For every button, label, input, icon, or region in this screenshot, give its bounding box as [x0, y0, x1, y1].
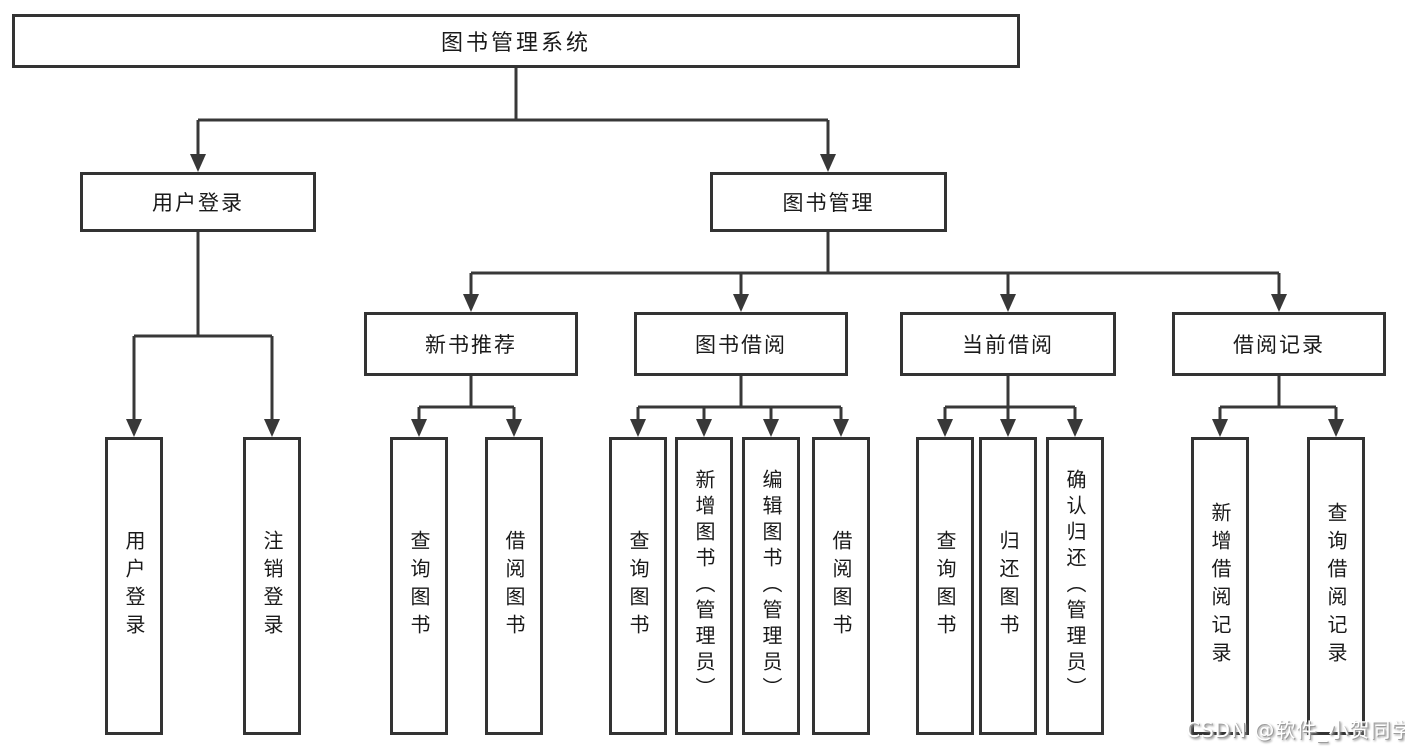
leaf-add-borrow-record: 新增借阅记录	[1191, 437, 1249, 735]
node-user-login: 用户登录	[80, 172, 316, 232]
node-book-management: 图书管理	[710, 172, 947, 232]
leaf-logout: 注销登录	[243, 437, 301, 735]
leaf-edit-books-admin: 编辑图书（管理员）	[742, 437, 800, 735]
leaf-label: 查询图书	[407, 530, 431, 642]
leaf-label: 新增借阅记录	[1208, 502, 1232, 670]
leaf-label: 编辑图书（管理员）	[759, 469, 783, 703]
leaf-label: 借阅图书	[829, 530, 853, 642]
leaf-user-login: 用户登录	[105, 437, 163, 735]
node-library-management-system: 图书管理系统	[12, 14, 1020, 68]
leaf-label: 查询图书	[626, 530, 650, 642]
leaf-label: 归还图书	[996, 530, 1020, 642]
leaf-return-books: 归还图书	[979, 437, 1037, 735]
leaf-query-books-current: 查询图书	[916, 437, 974, 735]
node-current-borrow: 当前借阅	[900, 312, 1116, 376]
leaf-label: 注销登录	[260, 530, 284, 642]
node-label: 借阅记录	[1233, 333, 1325, 357]
node-book-borrow: 图书借阅	[634, 312, 848, 376]
leaf-label: 查询借阅记录	[1324, 502, 1348, 670]
leaf-query-books-recommend: 查询图书	[390, 437, 448, 735]
leaf-label: 借阅图书	[502, 530, 526, 642]
leaf-borrow-books-recommend: 借阅图书	[485, 437, 543, 735]
leaf-confirm-return-admin: 确认归还（管理员）	[1046, 437, 1104, 735]
node-label: 用户登录	[152, 191, 244, 215]
leaf-add-books-admin: 新增图书（管理员）	[675, 437, 733, 735]
leaf-label: 查询图书	[933, 530, 957, 642]
node-label: 图书管理系统	[440, 31, 591, 56]
node-new-book-recommend: 新书推荐	[364, 312, 578, 376]
node-label: 新书推荐	[425, 333, 517, 357]
csdn-watermark: CSDN @软件_小贺同学	[1186, 718, 1405, 742]
leaf-label: 用户登录	[122, 530, 146, 642]
leaf-label: 新增图书（管理员）	[692, 469, 716, 703]
leaf-query-books-borrow: 查询图书	[609, 437, 667, 735]
node-label: 图书管理	[782, 191, 875, 215]
node-borrow-records: 借阅记录	[1172, 312, 1386, 376]
leaf-query-borrow-record: 查询借阅记录	[1307, 437, 1365, 735]
leaf-label: 确认归还（管理员）	[1063, 469, 1087, 703]
node-label: 当前借阅	[962, 333, 1054, 357]
leaf-borrow-books: 借阅图书	[812, 437, 870, 735]
node-label: 图书借阅	[695, 333, 787, 357]
